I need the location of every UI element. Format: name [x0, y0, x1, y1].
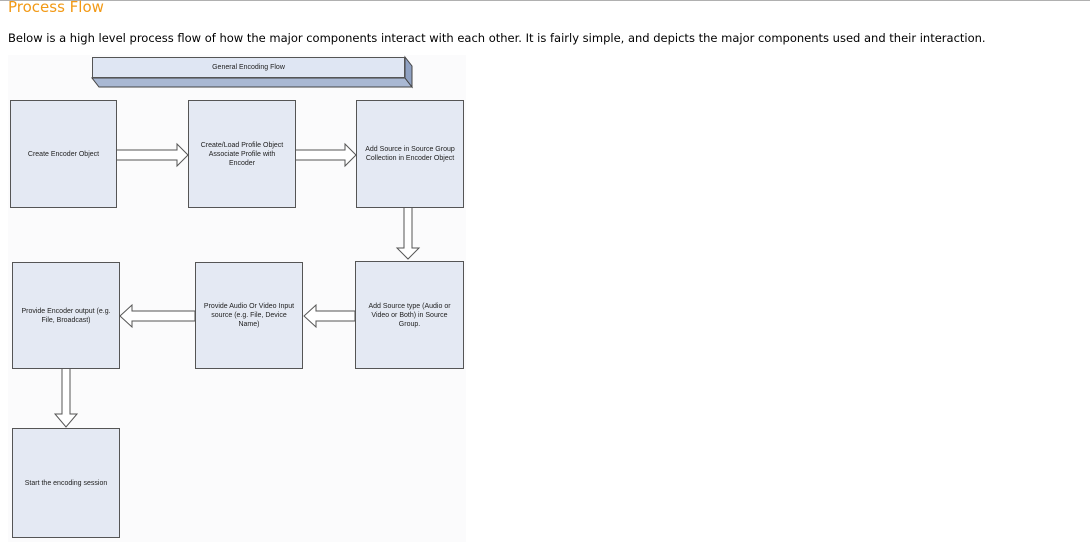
step-create-profile: Create/Load Profile Object Associate Pro…: [188, 100, 296, 208]
banner-bottom-face: [90, 77, 414, 88]
description-text: Below is a high level process flow of ho…: [8, 31, 986, 45]
step-provide-output: Provide Encoder output (e.g. File, Broad…: [12, 262, 120, 369]
top-divider: [0, 0, 1090, 1]
arrow-left-icon: [303, 303, 356, 329]
arrow-right-icon: [115, 142, 189, 168]
step-start-session: Start the encoding session: [12, 428, 120, 538]
step-add-source-type: Add Source type (Audio or Video or Both)…: [355, 261, 464, 369]
step-provide-input: Provide Audio Or Video Input source (e.g…: [195, 262, 303, 369]
diagram-banner: General Encoding Flow: [92, 57, 405, 78]
page-title: Process Flow: [8, 0, 104, 16]
banner-side-face: [404, 55, 413, 89]
arrow-left-icon: [119, 303, 196, 329]
arrow-down-icon: [395, 206, 421, 260]
arrow-down-icon: [53, 367, 79, 428]
step-add-source: Add Source in Source Group Collection in…: [356, 100, 464, 208]
arrow-right-icon: [294, 142, 357, 168]
step-create-encoder: Create Encoder Object: [10, 100, 117, 208]
